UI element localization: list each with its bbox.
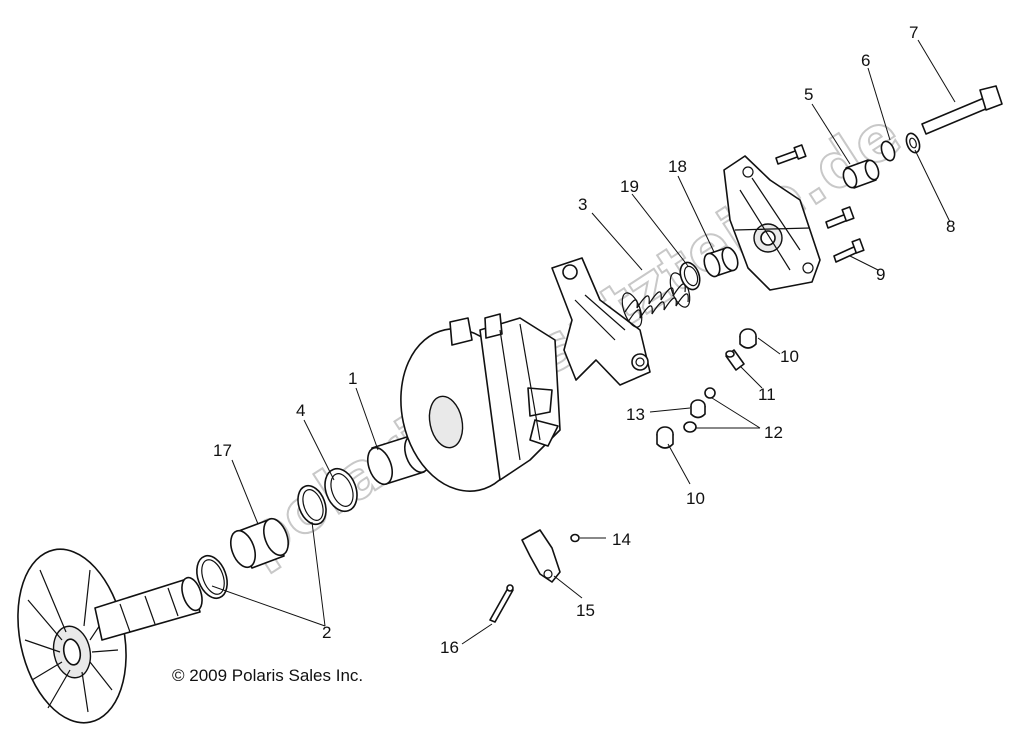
copyright-notice: © 2009 Polaris Sales Inc. [172,666,363,685]
moveable-sheave-part [400,313,561,492]
bushing-part-18 [703,246,739,278]
ring-part-2 [196,484,327,600]
roller-part-13 [690,399,706,419]
ring-part-4 [324,467,358,513]
bolt-part-7 [921,85,1003,135]
sleeve-part-17 [229,517,290,569]
callout-19: 19 [620,177,639,196]
spider-part [551,257,651,386]
callout-17: 17 [213,441,232,460]
callout-11: 11 [758,385,776,404]
pin-part-11 [725,349,745,371]
cover-part [723,155,821,291]
leader-lines [211,39,956,645]
callout-10-lower: 10 [686,489,705,508]
roller-part-10-lower [656,426,674,449]
ring-part-19 [679,261,701,291]
callout-2: 2 [322,623,331,642]
callout-3: 3 [578,195,587,214]
callout-14: 14 [612,530,631,549]
weight-arm-part-15 [521,529,561,583]
callout-16: 16 [440,638,459,657]
callout-13: 13 [626,405,645,424]
bolt-hardware [775,144,865,263]
callout-7: 7 [909,23,918,42]
callout-labels: 1 2 3 4 5 6 7 8 9 10 10 11 12 13 14 15 1… [213,23,955,657]
roller-part-10-upper [739,328,757,349]
callout-15: 15 [576,601,595,620]
callout-12: 12 [764,423,783,442]
washer-part-8 [905,132,921,154]
callout-10-upper: 10 [780,347,799,366]
callout-8: 8 [946,217,955,236]
spacer-part-5 [842,159,880,189]
nut-part-14 [570,533,580,543]
callout-1: 1 [348,369,357,388]
pin-part-16 [489,584,514,623]
washer-part-6 [880,140,896,162]
washer-part-12 [683,387,716,433]
spider-fan-part [17,548,203,724]
callout-6: 6 [861,51,870,70]
callout-9: 9 [876,265,885,284]
callout-4: 4 [296,401,305,420]
callout-5: 5 [804,85,813,104]
callout-18: 18 [668,157,687,176]
